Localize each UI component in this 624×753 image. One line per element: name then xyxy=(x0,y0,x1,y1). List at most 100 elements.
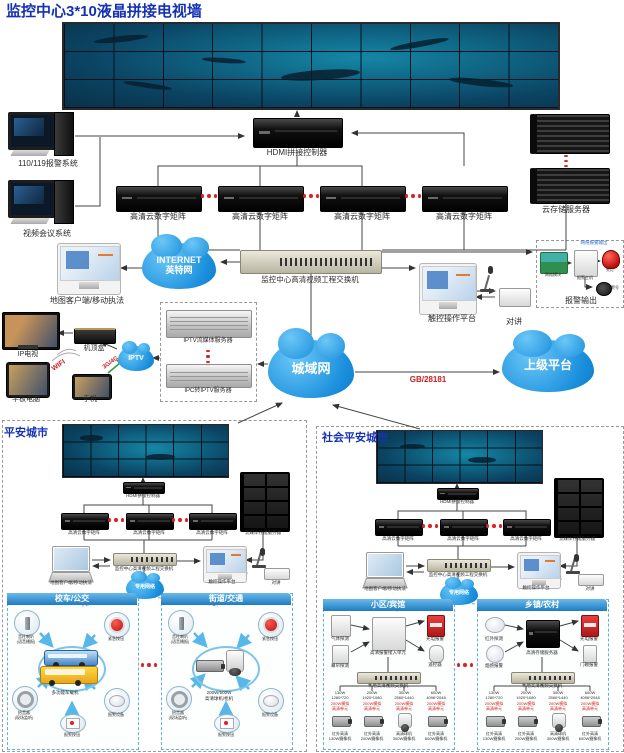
cam-name-label2: 300W摄像机 xyxy=(546,736,570,741)
local-switch-label: 本地高清视频交换机 xyxy=(521,683,563,688)
section-matrix-label: 高清云数字矩阵 xyxy=(382,536,414,541)
cam-mp-label: 300W xyxy=(398,690,410,695)
upper-platform-cloud: 上级平台 xyxy=(502,329,594,392)
section-touch-label: 触控操作平台 xyxy=(208,579,236,584)
section-touch-monitor xyxy=(517,552,561,589)
iptv-server-box xyxy=(160,302,257,402)
alarm-access-unit-icon xyxy=(372,617,406,651)
section-matrix-label: 高清云数字矩阵 xyxy=(196,530,228,535)
hd-storage-server-icon xyxy=(526,620,560,648)
upper-platform-label: 上级平台 xyxy=(523,358,572,373)
subbox-street-title: 街道/交通 xyxy=(161,593,291,605)
page-title: 监控中心3*10液晶拼接电视墙 xyxy=(6,3,202,20)
set-top-box-label: 机顶盒 xyxy=(83,345,105,352)
section-storage-label: 流媒体存储服务器 xyxy=(245,530,281,535)
cam-name-label: 红外高清 xyxy=(582,731,598,736)
red-dots-connector xyxy=(201,194,217,198)
section-safe-city-box xyxy=(2,420,307,752)
pickup-mic-icon xyxy=(166,686,192,712)
cam-red-label2: 高清单元 xyxy=(428,706,444,711)
bullet-camera-icon xyxy=(486,716,506,727)
section-matrix-label: 高清云数字矩阵 xyxy=(510,536,542,541)
iptv-cloud-label: IPTV xyxy=(128,354,144,362)
fish-shape xyxy=(79,435,103,441)
fish-shape xyxy=(449,76,514,90)
section-touch-label: 触控操作平台 xyxy=(522,585,550,590)
cam-red-label: 200W模拟 xyxy=(362,701,382,706)
section-switch xyxy=(113,553,177,566)
red-dots-connector xyxy=(172,518,188,522)
cam-name-label: 高清球机 xyxy=(396,731,412,736)
matrix-label: 高清云数字矩阵 xyxy=(334,212,390,221)
alarm-device-label: 报警设备 xyxy=(262,712,278,717)
alarm-note-label: 网络报警输出 xyxy=(580,240,608,245)
ipc-iptv-server xyxy=(166,364,252,388)
cam-red-label2: 高清单元 xyxy=(364,706,380,711)
touch-platform-monitor xyxy=(419,263,477,315)
infrared-detector-icon xyxy=(485,617,505,633)
cam-name-label: 高清球机 xyxy=(550,731,566,736)
section-switch xyxy=(427,559,491,572)
tablet-icon xyxy=(6,362,50,398)
remote-control-label: 遥控器 xyxy=(428,662,442,667)
smoke-alarm-icon xyxy=(486,645,504,663)
emergency-button-icon xyxy=(258,612,284,638)
alarm-pc-icon xyxy=(8,112,74,158)
cam-mp-label: 600W xyxy=(430,690,442,695)
internet-cloud-label2: 英特网 xyxy=(165,265,193,275)
phone-label: 手机 xyxy=(83,396,97,403)
bullet-camera-icon xyxy=(332,716,352,727)
cam-red-label: 200W模拟 xyxy=(580,701,600,706)
cam-red-label2: 高清单元 xyxy=(332,706,348,711)
curtain-detector-icon xyxy=(332,645,349,664)
speaker-column-icon xyxy=(14,610,40,636)
alarm-device-label: 报警设备 xyxy=(108,712,124,717)
matrix-device xyxy=(218,186,304,212)
conference-pc-label: 视频会议系统 xyxy=(23,229,71,238)
section-matrix xyxy=(440,519,488,536)
red-dots-connector xyxy=(108,518,124,522)
phone-icon xyxy=(72,374,112,400)
pickup-mic-label2: (现场监听) xyxy=(14,715,34,720)
photoelectric-alarm-label: 光电报警 xyxy=(580,636,598,641)
network-module-icon xyxy=(540,252,568,274)
door-magnet-label: 门磁报警 xyxy=(580,662,598,667)
section-laptop xyxy=(48,546,94,584)
cam-red-label: 200W模拟 xyxy=(516,701,536,706)
vehicle-unit-label: 多功能车载机 xyxy=(51,690,79,695)
section-hdmi-label: HDMI拼接控制器 xyxy=(440,499,474,504)
section-safe-city-title: 平安城市 xyxy=(4,427,48,439)
red-dots-connector xyxy=(422,524,438,528)
matrix-device xyxy=(422,186,508,212)
cam-name-label: 红外高清 xyxy=(486,731,502,736)
red-dots-connector xyxy=(457,663,473,667)
alarm-host-icon xyxy=(574,250,598,277)
fish-shape xyxy=(389,35,450,52)
cam-res-label: 4096*2048 xyxy=(426,695,446,700)
cam-name-label2: 130W摄像机 xyxy=(328,736,352,741)
section-storage-label: 流媒体存储服务器 xyxy=(559,536,595,541)
cam-res-label: 1920*1080 xyxy=(516,695,536,700)
cam-res-label: 2560*1440 xyxy=(394,695,414,700)
fish-shape xyxy=(400,444,425,450)
matrix-device xyxy=(320,186,406,212)
cam-name-label: 红外高清 xyxy=(364,731,380,736)
bullet-camera-icon xyxy=(196,660,225,672)
cam-name-label: 红外高清 xyxy=(518,731,534,736)
gas-detector-icon xyxy=(331,615,351,637)
cam-name-label2: 200W摄像机 xyxy=(514,736,538,741)
alarm-light-label: 警灯 xyxy=(606,267,614,272)
section-matrix-label: 高清云数字矩阵 xyxy=(68,530,100,535)
fish-shape xyxy=(467,457,496,464)
section-matrix xyxy=(189,513,237,530)
iptv-stream-server xyxy=(166,310,252,338)
local-switch-icon xyxy=(357,672,421,684)
ptz-camera-icon xyxy=(552,713,566,732)
fish-shape xyxy=(145,453,176,460)
section-intercom-label: 对讲 xyxy=(585,586,595,591)
fish-shape xyxy=(202,56,247,65)
ptz-camera-icon xyxy=(398,713,412,732)
red-dots-connector xyxy=(141,663,157,667)
ip-tv-icon xyxy=(2,312,60,350)
